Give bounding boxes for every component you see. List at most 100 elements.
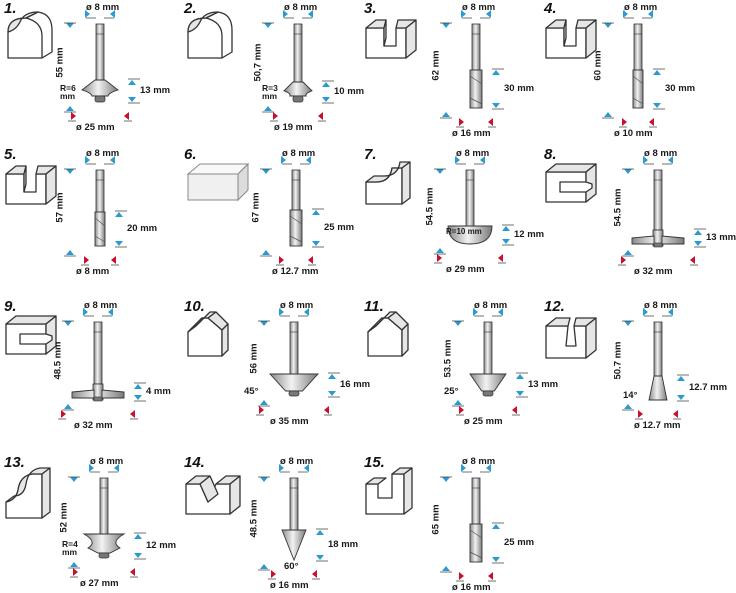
height-marker-bottom — [115, 241, 123, 246]
shank-marker-left — [643, 156, 648, 164]
bit-number: 7. — [364, 146, 377, 163]
height-marker-bottom — [694, 241, 702, 246]
shank-marker-left — [623, 10, 628, 18]
router-bit-9 — [71, 321, 125, 402]
length-marker-bottom — [262, 250, 270, 255]
cutting-diameter-label: ø 27 mm — [80, 578, 119, 589]
height-marker-top — [316, 530, 324, 535]
cutter — [81, 79, 119, 97]
bit-number: 15. — [364, 454, 385, 471]
cutter — [82, 533, 126, 554]
diameter-marker-right — [130, 410, 135, 418]
diameter-marker-left — [73, 568, 78, 576]
cutting-height-label: 12.7 mm — [689, 382, 728, 393]
bit-number: 4. — [544, 0, 557, 17]
angle-label: 45° — [244, 386, 259, 397]
cutting-height-label: 12 mm — [146, 540, 177, 551]
diameter-marker-right — [673, 410, 678, 418]
diameter-marker-left — [273, 112, 278, 120]
length-marker-bottom — [264, 106, 272, 111]
length-marker-top — [66, 23, 74, 28]
cutting-diameter-label: ø 32 mm — [634, 266, 673, 277]
shank-marker-right — [480, 156, 485, 164]
shank-marker-left — [279, 464, 284, 472]
router-bit-15 — [469, 477, 483, 563]
cutting-height-label: 4 mm — [146, 386, 171, 397]
bearing — [292, 95, 304, 103]
shank-marker-right — [110, 10, 115, 18]
shank-marker-right — [668, 308, 673, 316]
cutting-diameter-label: ø 32 mm — [74, 420, 113, 431]
shank-marker-right — [114, 464, 119, 472]
router-bit-11 — [469, 321, 507, 397]
router-bit-3 — [469, 23, 483, 109]
shank — [293, 23, 303, 83]
shank-marker-right — [108, 308, 113, 316]
shank-marker-right — [304, 464, 309, 472]
height-marker-top — [516, 374, 524, 379]
bit-number: 13. — [4, 454, 25, 471]
angle-label: 25° — [444, 386, 459, 397]
cutter — [281, 529, 307, 562]
shank-diameter-label: ø 8 mm — [280, 300, 314, 311]
shank — [289, 321, 299, 375]
overall-length-label: 54.5 mm — [612, 188, 624, 227]
shank-diameter-label: ø 8 mm — [462, 2, 496, 13]
shank — [289, 477, 299, 531]
cutting-diameter-label: ø 16 mm — [452, 128, 491, 139]
diameter-marker-right — [649, 118, 654, 126]
height-marker-top — [115, 212, 123, 217]
height-marker-bottom — [492, 103, 500, 108]
height-marker-bottom — [653, 103, 661, 108]
cutter — [469, 523, 483, 563]
length-marker-bottom — [454, 400, 462, 405]
shank-diameter-label: ø 8 mm — [644, 148, 678, 159]
diameter-marker-right — [512, 406, 517, 414]
bit-number: 14. — [184, 454, 205, 471]
chamfer-block-icon — [367, 311, 409, 357]
diameter-marker-left — [71, 112, 76, 120]
shank-marker-right — [498, 308, 503, 316]
length-marker-bottom — [70, 562, 78, 567]
overall-length-label: 55 mm — [54, 47, 66, 78]
diameter-marker-right — [124, 112, 129, 120]
shank-diameter-label: ø 8 mm — [474, 300, 508, 311]
shank-marker-left — [281, 156, 286, 164]
ogee-block-icon — [5, 467, 51, 519]
router-bit-2 — [283, 23, 313, 103]
shank-marker-right — [486, 464, 491, 472]
shank-marker-left — [85, 156, 90, 164]
shank — [93, 321, 103, 385]
cutting-diameter-label: ø 8 mm — [76, 266, 110, 277]
bit-number: 8. — [544, 146, 557, 163]
bit-number: 11. — [364, 298, 384, 315]
shank-marker-right — [486, 10, 491, 18]
shank-marker-right — [306, 156, 311, 164]
router-bit-14 — [281, 477, 307, 562]
bit-number: 5. — [4, 146, 17, 163]
bit-number: 1. — [4, 0, 17, 17]
diameter-marker-right — [130, 568, 135, 576]
router-bit-6 — [289, 169, 303, 247]
diameter-marker-right — [488, 118, 493, 126]
diameter-marker-left — [459, 406, 464, 414]
overall-length-label: 52 mm — [58, 502, 70, 533]
cutting-diameter-label: ø 35 mm — [270, 416, 309, 427]
shank-diameter-label: ø 8 mm — [84, 300, 118, 311]
bit-number: 6. — [184, 146, 197, 163]
cutter — [268, 373, 320, 392]
cove-block-icon — [365, 161, 411, 205]
shank-diameter-label: ø 8 mm — [624, 2, 658, 13]
groove-block-icon — [545, 19, 597, 59]
diameter-marker-right — [312, 570, 317, 578]
length-marker-top — [264, 23, 272, 28]
cutting-height-label: 25 mm — [504, 537, 535, 548]
shank-diameter-label: ø 8 mm — [644, 300, 678, 311]
cutting-height-label: 30 mm — [504, 83, 535, 94]
